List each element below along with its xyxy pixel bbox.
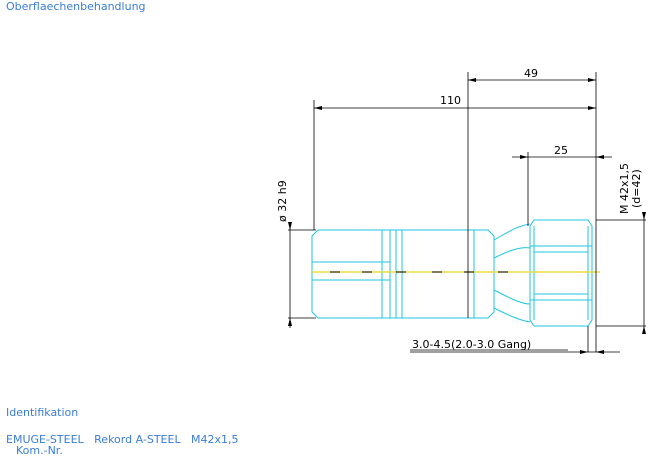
dim-49-label: 49 — [524, 67, 538, 80]
shank-outline — [311, 229, 391, 319]
dim-thread-d-label: (d=42) — [630, 169, 643, 208]
tool-outline — [311, 219, 593, 327]
dim-total-label: 110 — [440, 94, 461, 107]
dim-chamfer-label: 3.0-4.5(2.0-3.0 Gang) — [412, 338, 531, 351]
body-outline — [401, 229, 495, 319]
surface-treatment-title: Oberflaechenbehandlung — [6, 0, 146, 13]
thread-head-outline — [529, 219, 593, 327]
identification-title: Identifikation — [6, 406, 79, 419]
identification-line2: Kom.-Nr. — [16, 444, 63, 457]
dimension-arrows — [288, 78, 646, 354]
flute-upper — [493, 223, 531, 241]
dim-thread-label: M 42x1,5 — [618, 163, 631, 214]
dim-diameter-label: ø 32 h9 — [276, 180, 289, 222]
flute-lower — [493, 289, 531, 305]
dimension-lines — [288, 72, 646, 353]
dim-25-label: 25 — [554, 144, 568, 157]
identification-line1: EMUGE-STEEL Rekord A-STEEL M42x1,5 — [6, 433, 239, 446]
